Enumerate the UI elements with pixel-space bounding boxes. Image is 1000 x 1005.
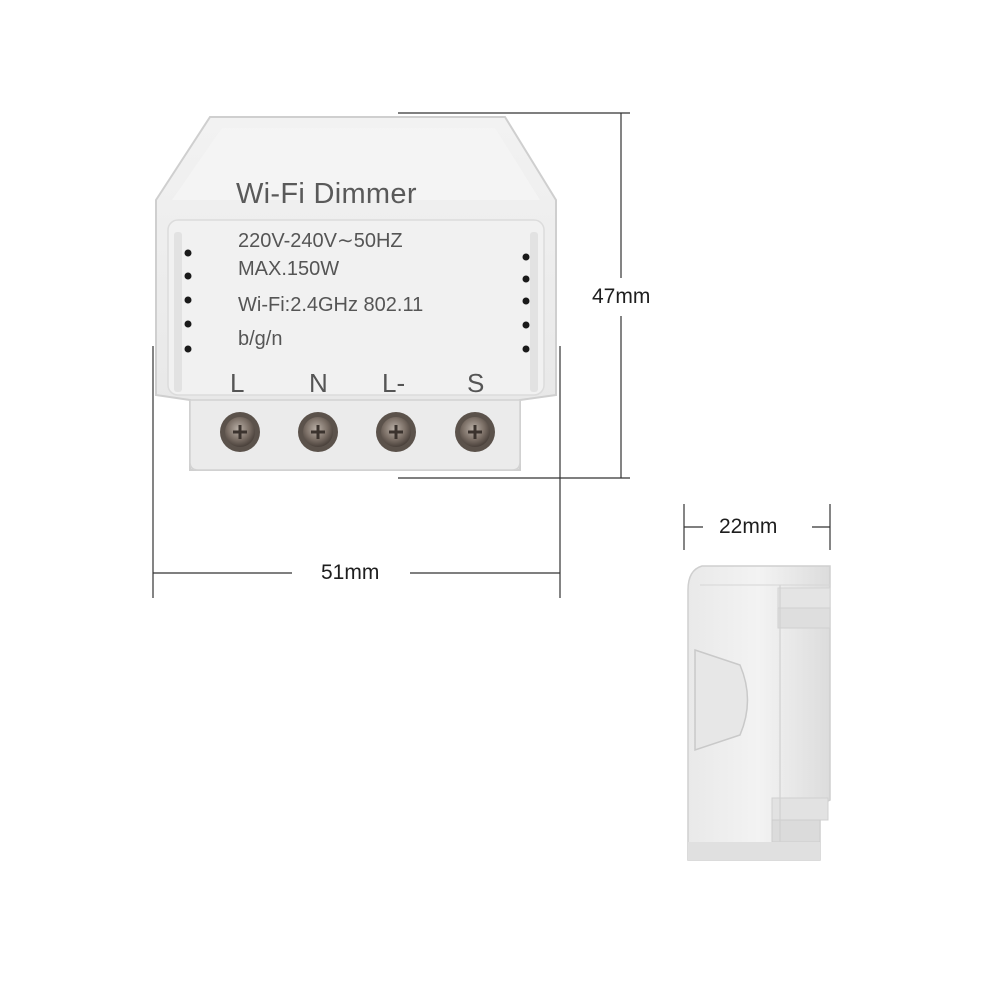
spec-wifi-standard: b/g/n [238,328,283,350]
depth-dimension-label: 22mm [719,515,778,538]
terminal-label-l: L [230,368,245,398]
terminal-label-s: S [467,368,485,398]
device-title: Wi-Fi Dimmer [236,178,417,210]
height-dimension-label: 47mm [592,285,651,308]
spec-max-power: MAX.150W [238,258,340,280]
width-dimension-label: 51mm [321,561,380,584]
right-vent-dots [522,253,530,353]
screw-n [298,412,338,452]
left-vent-dots [184,249,192,353]
device-front-view [155,116,557,471]
screw-l [220,412,260,452]
spec-voltage: 220V-240V∼50HZ [238,230,403,252]
dimension-lines [152,112,831,598]
terminal-label-l-minus: L- [382,368,406,398]
terminal-screws [220,412,495,452]
device-side-view [687,565,831,861]
terminal-label-n: N [309,368,328,398]
screw-s [455,412,495,452]
label-panel [167,219,545,396]
screw-l-minus [376,412,416,452]
spec-wifi: Wi-Fi:2.4GHz 802.11 [238,294,424,316]
